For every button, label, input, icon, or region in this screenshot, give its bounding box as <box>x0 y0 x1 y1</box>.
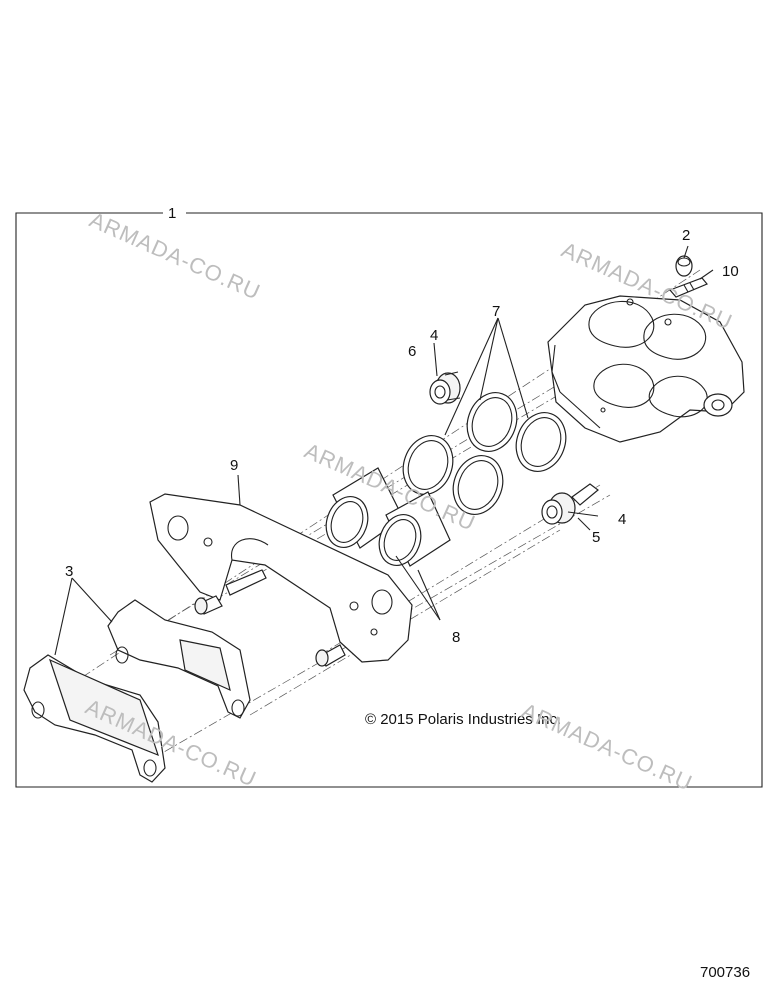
label-1: 1 <box>168 205 176 222</box>
upper-slide-pin-boot <box>429 371 461 405</box>
label-4-upper: 4 <box>430 327 438 344</box>
bleeder-cap <box>675 255 693 277</box>
callout-labels: 1 2 3 4 4 5 6 7 8 9 10 <box>65 205 739 646</box>
pistons <box>325 467 451 567</box>
label-3: 3 <box>65 563 73 580</box>
label-5: 5 <box>592 529 600 546</box>
caliper-body <box>547 295 745 443</box>
diagram-part-number: 700736 <box>700 964 751 981</box>
piston-seals <box>402 392 567 515</box>
leader-lines <box>54 245 714 656</box>
bleeder-screw <box>668 277 708 298</box>
label-6: 6 <box>408 343 416 360</box>
caliper-bracket <box>149 493 413 667</box>
inner-brake-pad <box>107 599 251 719</box>
assembly-frame <box>15 212 763 788</box>
label-4-lower: 4 <box>618 511 626 528</box>
label-8: 8 <box>452 629 460 646</box>
label-7: 7 <box>492 303 500 320</box>
label-9: 9 <box>230 457 238 474</box>
label-10: 10 <box>722 263 739 280</box>
copyright-notice: © 2015 Polaris Industries Inc. <box>365 711 561 728</box>
lower-slide-pin-boot <box>541 483 599 525</box>
label-2: 2 <box>682 227 690 244</box>
outer-brake-pad <box>23 654 166 783</box>
